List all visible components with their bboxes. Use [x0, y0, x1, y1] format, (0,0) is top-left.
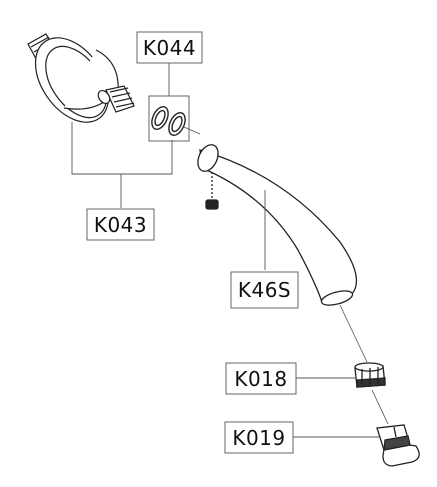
assembly-axis-lines [183, 126, 389, 425]
wall-flange [27, 33, 135, 123]
svg-text:K043: K043 [94, 213, 147, 237]
ball-joint [354, 362, 386, 388]
shower-arm [197, 144, 358, 306]
part-label-k018: K018 [225, 362, 297, 395]
part-label-k043: K043 [86, 208, 155, 241]
svg-text:K044: K044 [143, 36, 196, 60]
shower-head [376, 424, 420, 467]
svg-text:K46S: K46S [238, 278, 291, 302]
svg-text:K019: K019 [232, 426, 285, 450]
part-label-k46s: K46S [230, 271, 299, 309]
o-ring-seals [151, 106, 186, 136]
part-label-k044: K044 [136, 31, 203, 64]
leader-lines [71, 63, 380, 438]
svg-text:K018: K018 [234, 367, 287, 391]
part-label-k019: K019 [224, 421, 294, 454]
